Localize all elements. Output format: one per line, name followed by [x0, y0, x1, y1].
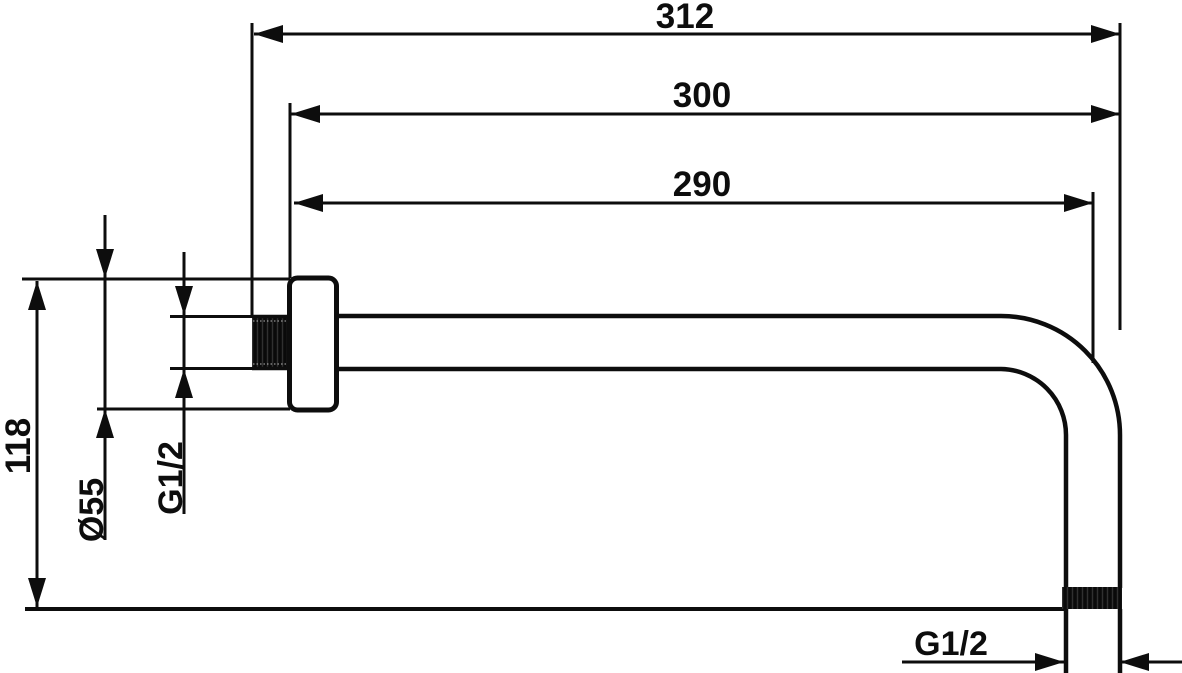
dimension-arm-length: 300 — [291, 76, 1120, 123]
arrowhead-down-icon — [28, 578, 46, 607]
arrowhead-left-icon — [294, 194, 323, 212]
arrowhead-right-icon — [1064, 194, 1093, 212]
arrowhead-left-icon — [291, 105, 320, 123]
outlet-thread-band — [1062, 587, 1122, 609]
shower-arm-outline — [252, 275, 1123, 673]
wall-flange — [287, 275, 339, 413]
arrowhead-up-icon — [28, 281, 46, 310]
wall-thread-nipple — [252, 318, 288, 367]
arrowhead-left-icon — [254, 25, 283, 43]
arrowhead-right-icon — [1035, 653, 1064, 671]
arrowhead-down-icon — [96, 249, 114, 278]
arm-inner-edge — [337, 366, 1069, 588]
arm-length-label: 300 — [673, 76, 731, 115]
dimension-overall-length: 312 — [254, 0, 1120, 43]
dimension-inlet-thread: G1/2 — [152, 252, 193, 515]
arrowhead-up-icon — [175, 369, 193, 398]
flange-diameter-label: Ø55 — [73, 478, 111, 542]
dimension-flange-diameter: Ø55 — [73, 215, 114, 542]
arm-outer-edge — [337, 313, 1123, 588]
arrowhead-right-icon — [1091, 25, 1120, 43]
arrowhead-up-icon — [96, 409, 114, 438]
arrowhead-left-icon — [1120, 653, 1149, 671]
arm-reach-label: 290 — [673, 165, 731, 204]
drop-height-label: 118 — [0, 418, 38, 474]
arrowhead-right-icon — [1091, 105, 1120, 123]
dimension-drop-height: 118 — [0, 281, 46, 607]
overall-length-label: 312 — [656, 0, 714, 36]
outlet-thread-label: G1/2 — [914, 625, 988, 663]
extension-lines — [22, 23, 1122, 611]
arrowhead-down-icon — [175, 286, 193, 315]
inlet-thread-label: G1/2 — [152, 441, 190, 515]
dimension-outlet-thread: G1/2 — [902, 625, 1182, 671]
dimension-arm-reach: 290 — [294, 165, 1093, 212]
